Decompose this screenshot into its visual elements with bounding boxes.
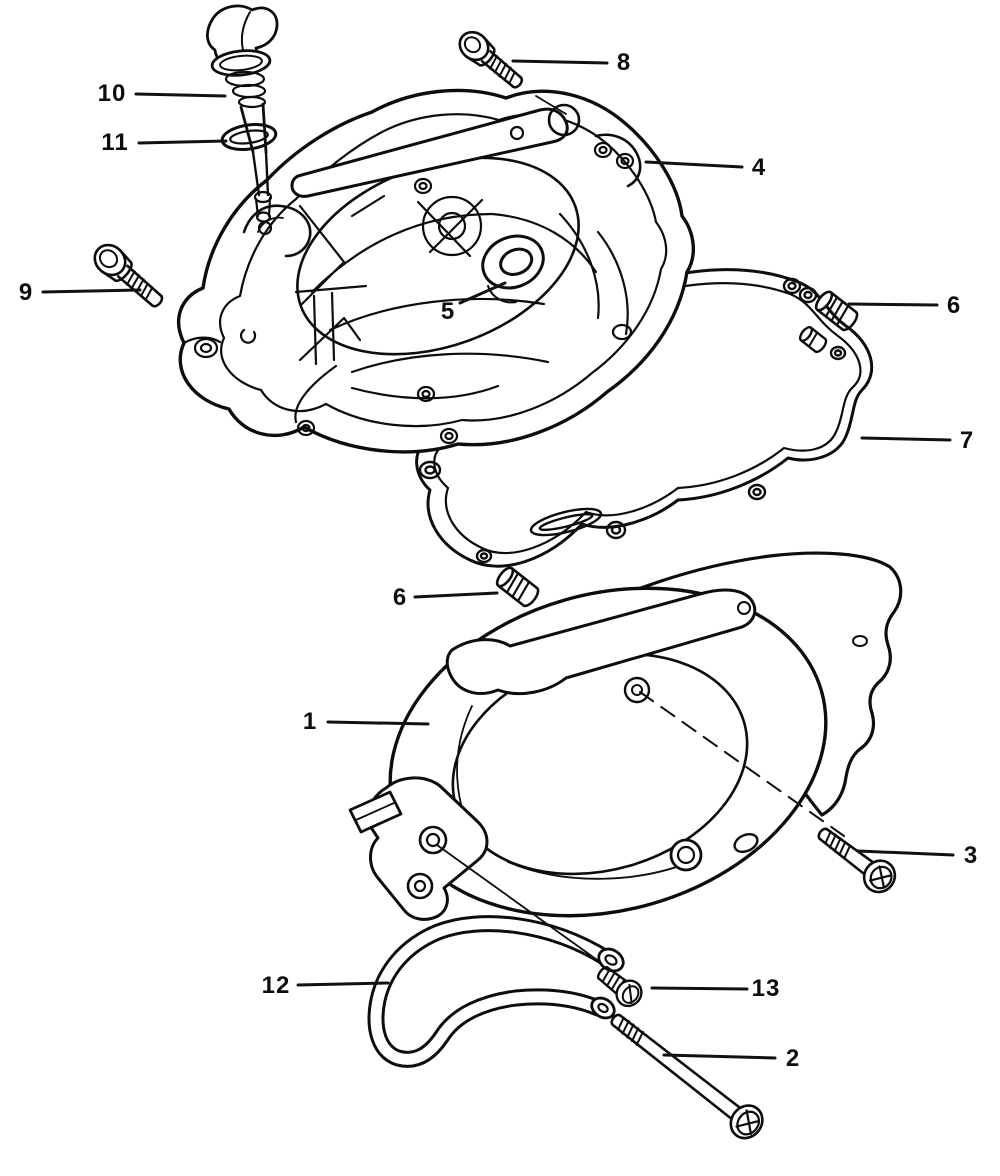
bolt-3-drawing — [817, 827, 897, 894]
dipstick-drawing — [206, 4, 279, 236]
callout-label-part-11: 11 — [101, 129, 129, 156]
callout-leader-part-13 — [650, 986, 749, 991]
callout-label-part-6-upper: 6 — [946, 292, 962, 319]
callout-leader-part-4 — [644, 160, 744, 169]
bolt-9-drawing — [93, 243, 164, 308]
callout-label-part-2: 2 — [785, 1045, 801, 1072]
callout-label-part-13: 13 — [751, 975, 781, 1002]
callout-leader-part-1 — [326, 720, 430, 726]
callout-label-part-8: 8 — [616, 49, 632, 76]
callout-label-part-7: 7 — [959, 427, 975, 454]
callout-leader-part-5 — [458, 281, 507, 305]
callout-leader-part-2 — [662, 1053, 777, 1060]
callout-leader-part-11 — [137, 139, 228, 145]
guard-bracket-drawing — [367, 915, 625, 1068]
callout-label-part-5: 5 — [440, 298, 456, 325]
callout-label-part-3: 3 — [963, 842, 979, 869]
bolt-2-drawing — [610, 1013, 764, 1140]
dowel-pin-6-lower-drawing — [495, 566, 540, 608]
dowel-pin-6-upper-washer — [798, 326, 828, 354]
callout-leader-part-10 — [134, 92, 227, 98]
callout-leader-part-7 — [860, 436, 952, 442]
callout-label-part-4: 4 — [751, 154, 767, 181]
upper-cover-drawing — [177, 88, 695, 454]
callout-label-part-12: 12 — [261, 972, 291, 999]
callout-leader-part-12 — [296, 981, 390, 987]
callout-leader-part-6-lower — [413, 591, 499, 599]
screw-13-drawing — [596, 966, 643, 1008]
callout-leader-part-9 — [41, 288, 142, 294]
assembly-guide-lines — [436, 95, 845, 963]
callout-leader-part-8 — [511, 59, 609, 65]
callout-leader-part-3 — [856, 849, 955, 857]
callout-label-part-9: 9 — [18, 279, 34, 306]
lower-cover-drawing — [348, 551, 903, 921]
callout-label-part-1: 1 — [302, 708, 318, 735]
callout-label-part-10: 10 — [97, 80, 127, 107]
dowel-pin-6-upper-drawing — [814, 290, 859, 332]
callout-leader-part-6-upper — [847, 302, 939, 307]
bolt-8-drawing — [458, 30, 524, 89]
leader-lines — [41, 59, 955, 1060]
callout-label-part-6-lower: 6 — [392, 584, 408, 611]
